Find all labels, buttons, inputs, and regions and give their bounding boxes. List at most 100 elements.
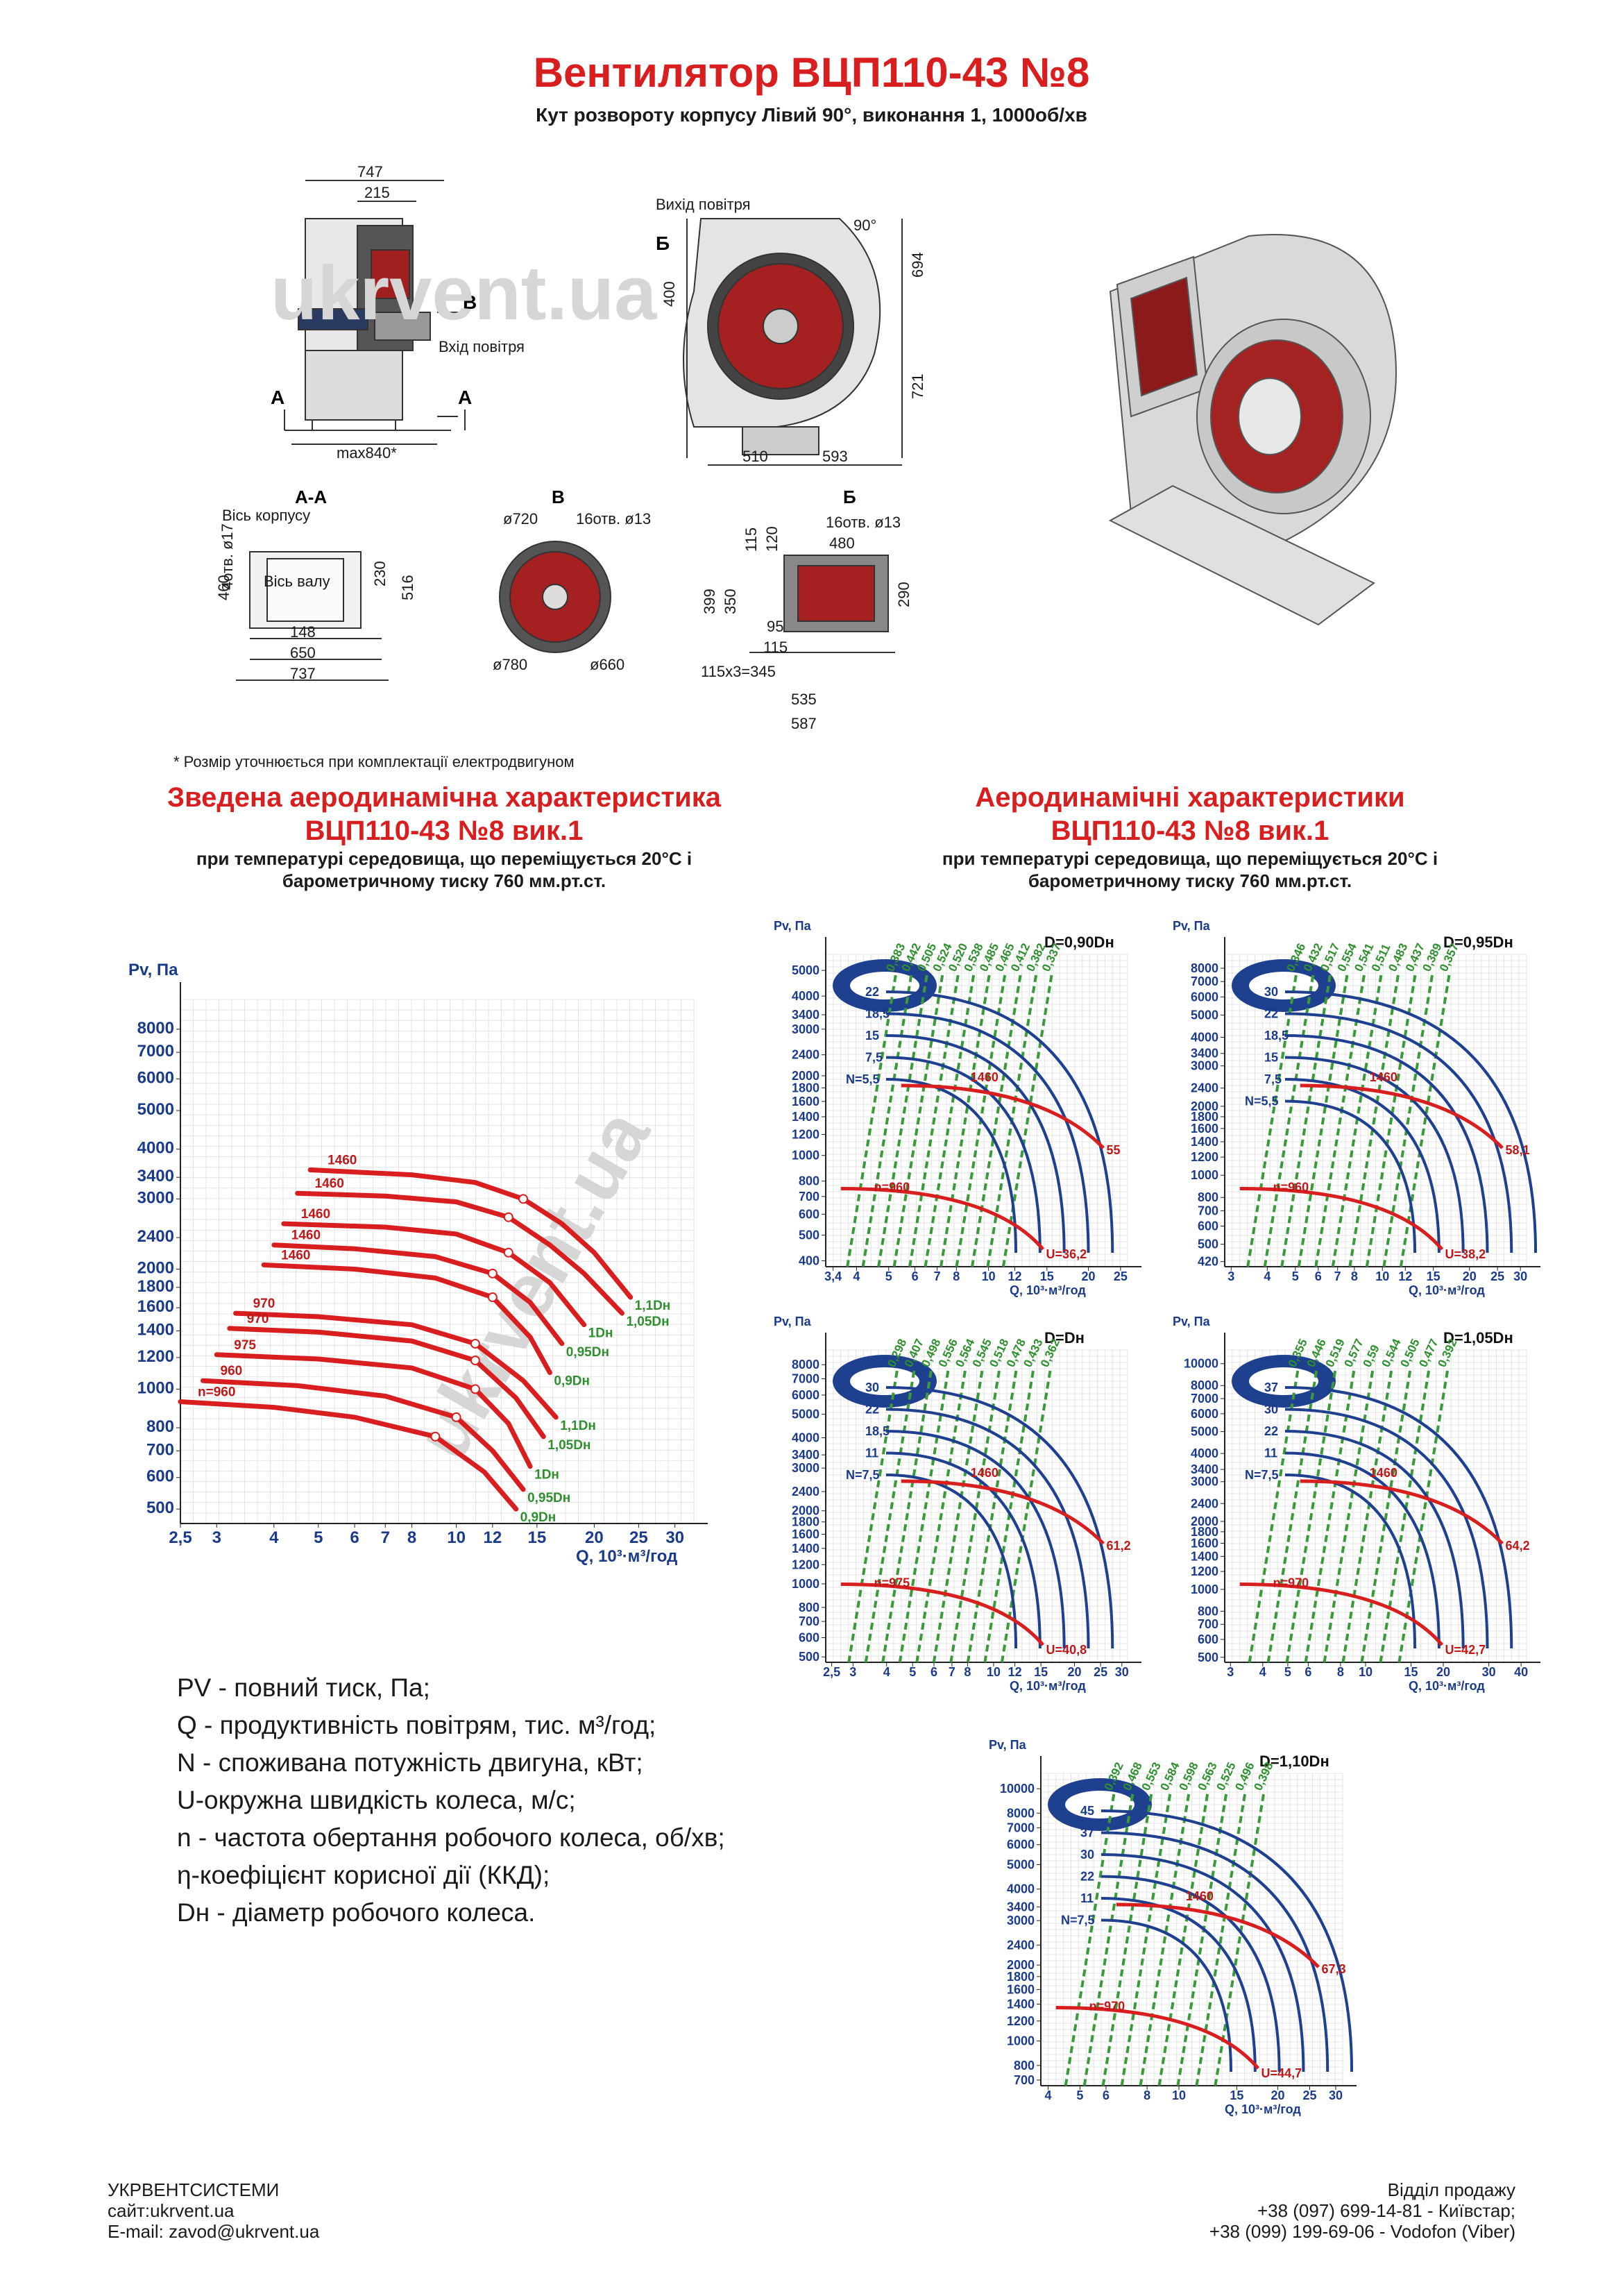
efficiency-line	[1120, 1793, 1172, 2086]
x-tick-label: 6	[912, 1269, 919, 1283]
rpm-curve-high	[1116, 1902, 1320, 1968]
x-tick-label: 10	[1172, 2088, 1186, 2102]
y-tick-label: 3400	[137, 1167, 174, 1185]
right-section-title: Аеродинамічні характеристики	[975, 782, 1405, 813]
x-tick-label: 8	[953, 1269, 960, 1283]
power-curve	[1284, 1430, 1465, 1649]
rpm-curve-high	[1300, 1083, 1504, 1149]
x-tick-label: 25	[629, 1528, 648, 1547]
x-tick-label: 3	[1227, 1665, 1234, 1679]
b-290: 290	[895, 582, 912, 607]
footer-right: Відділ продажу +38 (097) 699-14-81 - Киї…	[1209, 2179, 1515, 2242]
x-tick-label: 6	[1315, 1269, 1322, 1283]
footer-phone2[interactable]: +38 (099) 199-69-06 - Vodofon (Viber)	[1209, 2221, 1515, 2242]
footer-site[interactable]: сайт:ukrvent.ua	[108, 2200, 235, 2221]
y-tick-label: 3400	[1191, 1047, 1218, 1061]
y-tick-label: 4000	[1191, 1030, 1218, 1044]
efficiency-line	[966, 1370, 1018, 1663]
x-tick-label: 5	[1284, 1665, 1291, 1679]
chart-title: D=1,05Dн	[1443, 1329, 1513, 1347]
y-tick-label: 1000	[137, 1378, 174, 1397]
y-tick-label: 8000	[1191, 961, 1218, 975]
y-tick-label: 1200	[137, 1347, 174, 1366]
y-axis-label: Pv, Па	[774, 1315, 812, 1328]
y-tick-label: 3000	[1191, 1475, 1218, 1489]
x-tick-label: 5	[885, 1269, 892, 1283]
section-v	[499, 541, 611, 653]
x-tick-label: 25	[1114, 1269, 1128, 1283]
curve-6	[227, 1326, 546, 1440]
y-tick-label: 800	[799, 1174, 819, 1188]
dim-400: 400	[661, 281, 678, 307]
y-tick-label: 600	[799, 1631, 819, 1645]
y-tick-label: 1800	[1191, 1525, 1218, 1539]
left-section-title: Зведена аеродинамічна характеристика	[167, 782, 721, 813]
curve-speed-label: 1460	[301, 1207, 330, 1222]
y-tick-label: 1000	[1007, 2034, 1035, 2048]
y-tick-label: 2400	[1191, 1081, 1218, 1095]
y-axis-label: Pv, Па	[1173, 919, 1211, 933]
x-axis-label: Q, 10³·м³/год	[1010, 1283, 1086, 1297]
inlet-label: Вхід повітря	[439, 338, 525, 355]
y-tick-label: 1200	[1191, 1564, 1218, 1578]
watermark: ukrvent.ua	[399, 1095, 666, 1473]
y-tick-label: 8000	[137, 1019, 174, 1038]
speed-label: 64,2	[1506, 1539, 1530, 1553]
efficiency-line	[846, 974, 897, 1267]
efficiency-line	[1195, 1793, 1247, 2086]
x-tick-label: 4	[1264, 1269, 1271, 1283]
speed-label: 61,2	[1107, 1539, 1131, 1553]
efficiency-line	[1000, 1370, 1052, 1663]
speed-label: 58,1	[1506, 1143, 1530, 1157]
x-tick-label: 20	[1068, 1665, 1082, 1679]
curve-9	[178, 1399, 519, 1512]
y-tick-label: 1000	[1191, 1168, 1218, 1182]
x-tick-label: 3	[1227, 1269, 1234, 1283]
y-tick-label: 7000	[792, 1371, 819, 1385]
power-label: 18,5	[1264, 1029, 1289, 1043]
y-tick-label: 500	[1198, 1651, 1218, 1664]
duty-point	[451, 1412, 461, 1422]
chart-title: D=0,95Dн	[1443, 934, 1513, 951]
curve-diameter-label: 1,05Dн	[547, 1438, 590, 1453]
x-tick-label: 15	[1040, 1269, 1054, 1283]
dim-694: 694	[909, 252, 926, 278]
y-tick-label: 1400	[792, 1542, 819, 1555]
curve-3	[271, 1242, 565, 1347]
power-label: 37	[1264, 1381, 1278, 1394]
x-tick-label: 15	[528, 1528, 547, 1547]
y-tick-label: 500	[1198, 1238, 1218, 1251]
y-tick-label: 400	[799, 1254, 819, 1268]
footer-sales: Відділ продажу	[1387, 2179, 1515, 2200]
curve-diameter-label: 1Dн	[534, 1468, 559, 1483]
chart-title: D=1,10Dн	[1259, 1753, 1329, 1770]
y-tick-label: 800	[1198, 1190, 1218, 1204]
duty-point	[430, 1431, 441, 1442]
y-tick-label: 2000	[137, 1259, 174, 1278]
x-axis-label: Q, 10³·м³/год	[1409, 1679, 1485, 1693]
y-tick-label: 600	[799, 1207, 819, 1221]
b-350: 350	[722, 589, 739, 614]
angle-label: 90°	[853, 217, 876, 234]
y-tick-label: 3000	[792, 1461, 819, 1475]
x-tick-label: 8	[1337, 1665, 1344, 1679]
footer-email[interactable]: E-mail: zavod@ukrvent.ua	[108, 2221, 320, 2242]
efficiency-line	[1263, 974, 1315, 1267]
duty-point	[487, 1292, 498, 1303]
duty-point	[503, 1212, 513, 1222]
y-tick-label: 3000	[137, 1188, 174, 1207]
x-tick-label: 10	[987, 1665, 1001, 1679]
footer-phone1[interactable]: +38 (097) 699-14-81 - Київстар;	[1257, 2200, 1515, 2221]
y-tick-label: 6000	[1191, 990, 1218, 1004]
note: * Розмір уточнюється при комплектації ел…	[173, 753, 575, 770]
rpm-label: 1460	[1370, 1070, 1397, 1084]
v-d780: ø780	[493, 656, 527, 673]
power-label: 22	[865, 985, 879, 999]
efficiency-line	[1157, 1793, 1209, 2086]
x-tick-label: 10	[982, 1269, 996, 1283]
power-curve	[885, 1430, 1066, 1649]
footer-left: УКРВЕНТСИСТЕМИ сайт:ukrvent.ua E-mail: z…	[108, 2179, 319, 2242]
y-tick-label: 1600	[1191, 1537, 1218, 1551]
power-curve	[885, 1408, 1090, 1649]
